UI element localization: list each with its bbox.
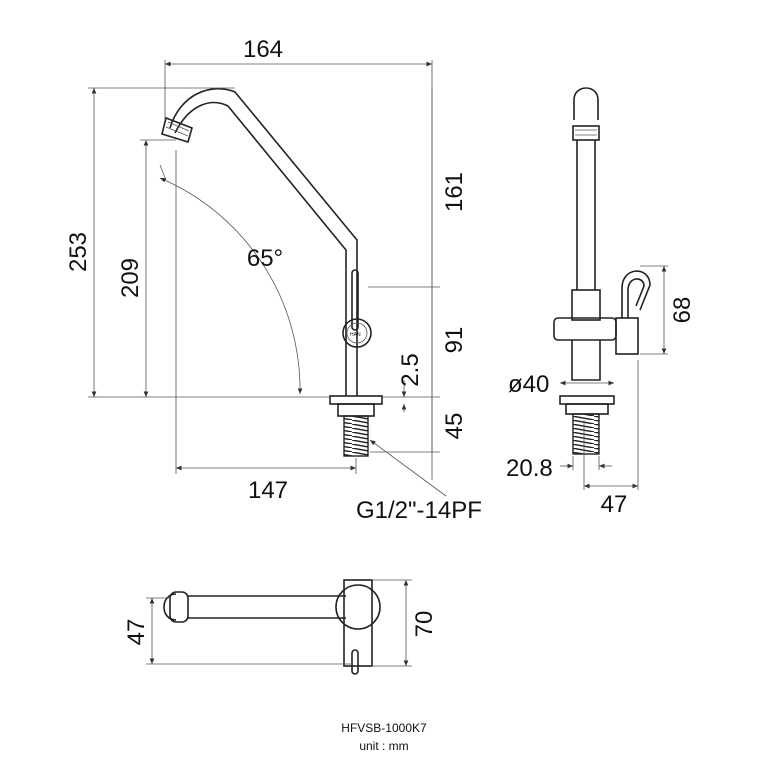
dim-side-thread-length: 45 — [441, 413, 468, 440]
side-view-dimension-lines — [91, 61, 447, 497]
front-view-faucet-outline — [553, 87, 651, 455]
dim-side-reach: 147 — [248, 477, 288, 504]
model-number: HFVSB-1000K7 — [341, 721, 427, 735]
top-view: 47 70 — [123, 579, 438, 675]
dim-top-depth: 70 — [411, 611, 438, 638]
dim-side-upper: 161 — [441, 172, 468, 212]
dim-side-total-height: 253 — [65, 232, 92, 272]
top-view-dimension-lines — [146, 579, 412, 667]
dim-side-spout-height: 209 — [117, 258, 144, 298]
dim-side-width: 164 — [243, 36, 283, 63]
dim-side-angle: 65° — [247, 245, 283, 272]
top-view-faucet-outline — [163, 579, 381, 675]
dim-front-width: 47 — [601, 491, 628, 518]
caption-block: HFVSB-1000K7 unit : mm — [341, 721, 427, 753]
dim-side-body: 91 — [441, 327, 468, 354]
dim-front-thread-diameter: 20.8 — [506, 455, 553, 482]
thread-spec-label: G1/2"-14PF — [356, 497, 482, 524]
dim-side-offset: 2.5 — [397, 353, 424, 386]
front-view: 68 ø40 20.8 47 — [506, 87, 696, 518]
dim-front-base-diameter: ø40 — [508, 371, 549, 398]
dim-top-width: 47 — [123, 619, 150, 646]
unit-label: unit : mm — [359, 739, 408, 753]
dim-front-handle-height: 68 — [669, 297, 696, 324]
front-view-dimension-lines — [560, 265, 668, 490]
side-view: HAN — [65, 36, 482, 524]
side-view-faucet-outline: HAN — [161, 87, 383, 457]
svg-text:HAN: HAN — [350, 332, 361, 338]
